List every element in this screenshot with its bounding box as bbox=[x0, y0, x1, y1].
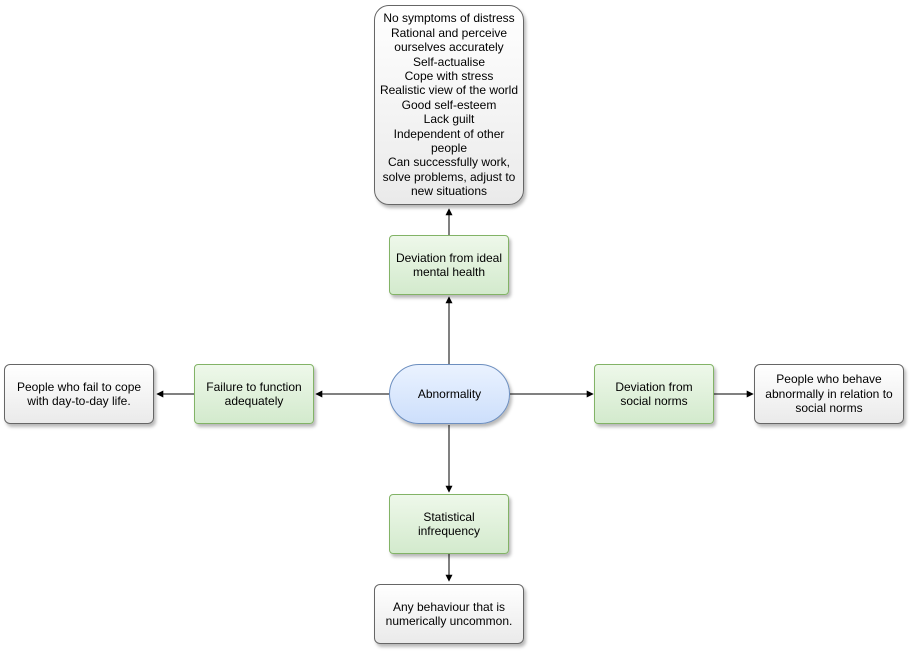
abnormality-node: Abnormality bbox=[389, 364, 510, 424]
ideal-line: Lack guilt bbox=[423, 112, 475, 127]
ideal-line: No symptoms of distress bbox=[383, 11, 515, 26]
social-norms-label: Deviation from social norms bbox=[615, 379, 693, 408]
ideal-line: Cope with stress bbox=[404, 68, 494, 83]
ideal-mental-health-label: Deviation from ideal mental health bbox=[395, 250, 503, 279]
ideal-description-lines: No symptoms of distress Rational and per… bbox=[379, 11, 519, 198]
ideal-line: Realistic view of the world bbox=[379, 83, 519, 98]
ideal-line: Independent of other people bbox=[393, 126, 505, 156]
ideal-mental-health-node: Deviation from ideal mental health bbox=[389, 235, 509, 295]
ideal-line: Can successfully work, solve problems, a… bbox=[382, 155, 516, 199]
failure-description-text: People who fail to cope with day-to-day … bbox=[16, 379, 142, 408]
failure-to-function-node: Failure to function adequately bbox=[194, 364, 314, 424]
failure-to-function-label: Failure to function adequately bbox=[206, 379, 302, 408]
failure-description-box: People who fail to cope with day-to-day … bbox=[4, 364, 154, 424]
ideal-description-box: No symptoms of distress Rational and per… bbox=[374, 5, 524, 205]
statistical-description-box: Any behaviour that is numerically uncomm… bbox=[374, 584, 524, 644]
ideal-line: Rational and perceive ourselves accurate… bbox=[390, 25, 508, 55]
social-description-text: People who behave abnormally in relation… bbox=[765, 372, 893, 416]
statistical-infrequency-node: Statistical infrequency bbox=[389, 494, 509, 554]
abnormality-label: Abnormality bbox=[417, 386, 482, 401]
social-description-box: People who behave abnormally in relation… bbox=[754, 364, 904, 424]
ideal-line: Self-actualise bbox=[412, 54, 486, 69]
statistical-infrequency-label: Statistical infrequency bbox=[417, 509, 481, 538]
ideal-line: Good self-esteem bbox=[401, 97, 497, 112]
statistical-description-text: Any behaviour that is numerically uncomm… bbox=[385, 599, 513, 628]
social-norms-node: Deviation from social norms bbox=[594, 364, 714, 424]
